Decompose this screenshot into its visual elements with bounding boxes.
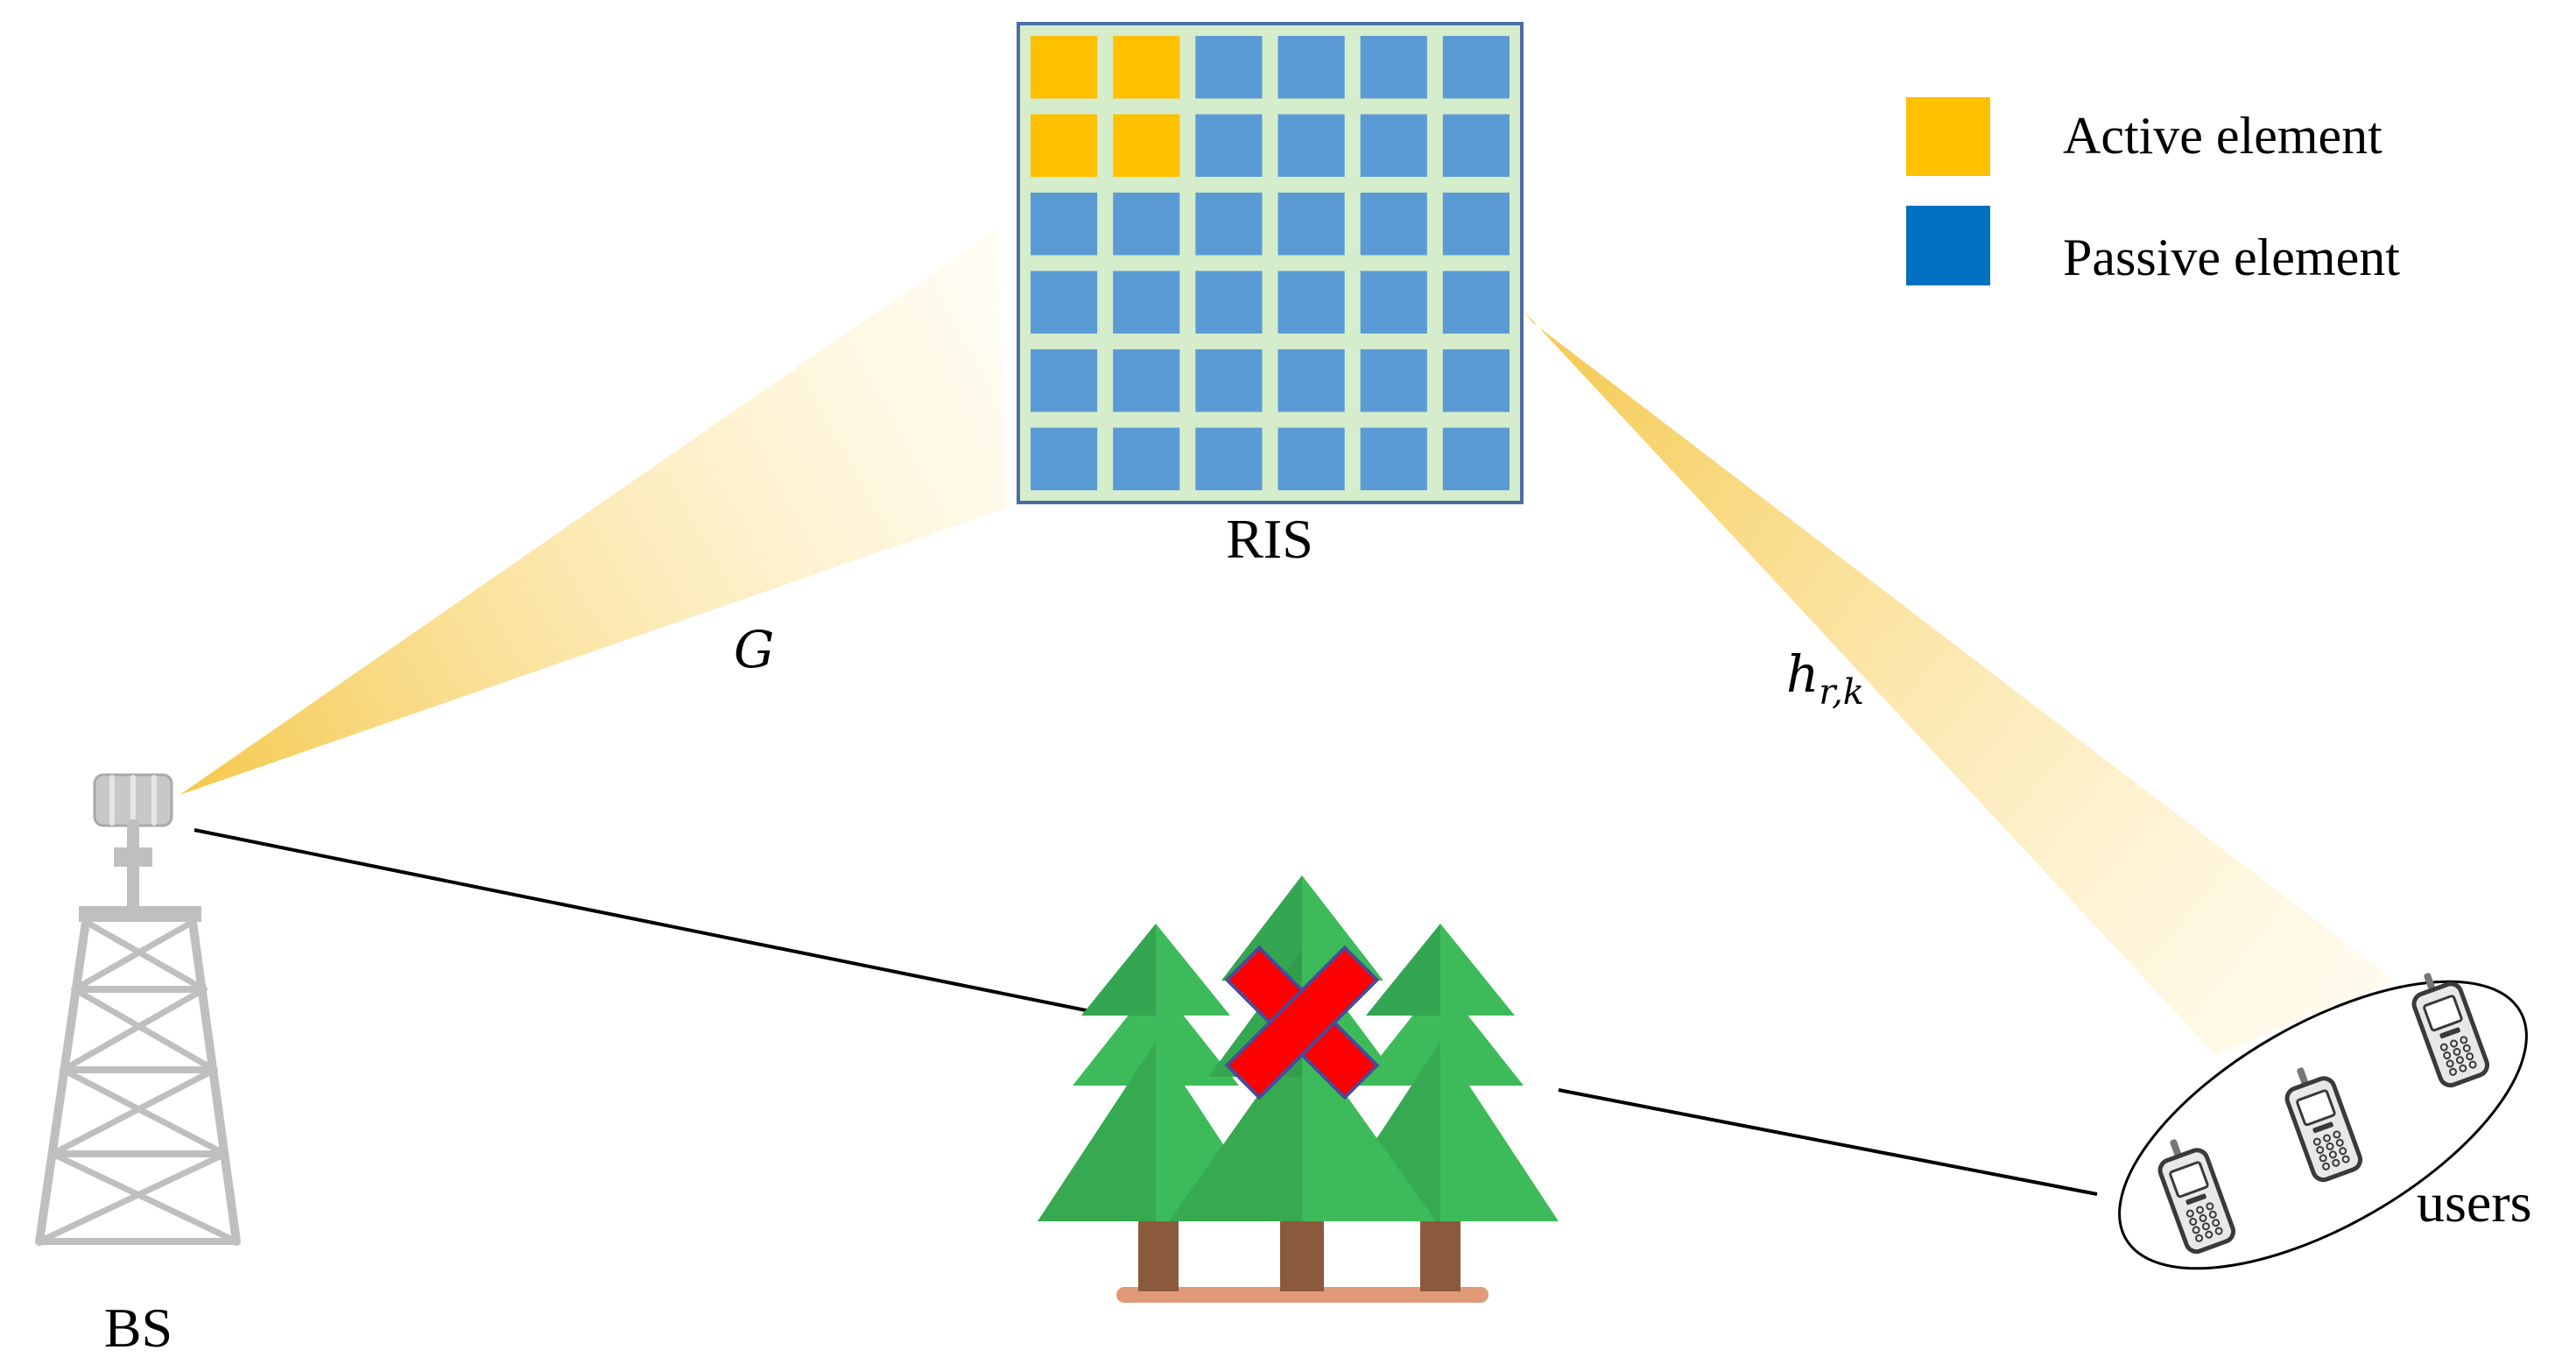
mobile-phone-icon	[2157, 1139, 2236, 1255]
beam-ris-to-users	[1524, 311, 2395, 1055]
blocked-x-icon	[1224, 945, 1380, 1100]
ris-passive-element	[1031, 427, 1098, 490]
legend-active-swatch	[1906, 97, 1990, 176]
channel-g-label: G	[734, 620, 774, 679]
ris-passive-element	[1113, 193, 1180, 256]
ris-passive-element	[1442, 36, 1510, 99]
ris-passive-element	[1195, 193, 1263, 256]
ris-active-element	[1113, 36, 1180, 99]
legend: Active element Passive element	[1906, 97, 2400, 286]
ris-passive-element	[1442, 427, 1510, 490]
link-trees-to-users	[1558, 1088, 2098, 1196]
ris-frame	[1017, 22, 1524, 504]
ris-passive-element	[1277, 114, 1345, 177]
ris-passive-element	[1360, 427, 1427, 490]
trees-obstacle-icon	[1038, 875, 1559, 1303]
users-ellipse	[2118, 980, 2528, 1270]
ris-passive-element	[1195, 427, 1263, 490]
ris-label: RIS	[1226, 508, 1313, 570]
ris-passive-element	[1031, 349, 1098, 412]
users-group	[2118, 973, 2528, 1270]
ris-passive-element	[1277, 349, 1345, 412]
ris-passive-element	[1360, 271, 1427, 334]
ris-active-element	[1031, 114, 1098, 177]
ris-active-element	[1113, 114, 1180, 177]
legend-active-label: Active element	[2063, 107, 2382, 165]
channel-h-subscript: r,k	[1819, 672, 1864, 713]
beam-bs-to-ris	[179, 229, 1007, 795]
ris-passive-element	[1442, 349, 1510, 412]
legend-passive-label: Passive element	[2063, 228, 2400, 286]
mobile-phone-icon	[2411, 973, 2490, 1088]
ris-passive-element	[1113, 349, 1180, 412]
ris-passive-element	[1195, 36, 1263, 99]
ris-passive-element	[1031, 271, 1098, 334]
ris-passive-element	[1360, 114, 1427, 177]
ris-passive-element	[1277, 193, 1345, 256]
mobile-phone-icon	[2284, 1067, 2363, 1183]
legend-passive-swatch	[1906, 206, 1990, 285]
ris-panel	[1017, 22, 1524, 504]
ris-passive-element	[1442, 114, 1510, 177]
ris-passive-element	[1442, 271, 1510, 334]
channel-h-main: h	[1786, 644, 1819, 704]
ris-passive-element	[1277, 36, 1345, 99]
ris-passive-element	[1360, 193, 1427, 256]
ris-passive-element	[1195, 271, 1263, 334]
ris-passive-element	[1277, 271, 1345, 334]
users-label: users	[2417, 1171, 2532, 1234]
base-station-icon	[35, 773, 241, 1246]
ris-passive-element	[1360, 349, 1427, 412]
ris-passive-element	[1442, 193, 1510, 256]
bs-label: BS	[104, 1297, 172, 1359]
ris-passive-element	[1195, 349, 1263, 412]
ris-passive-element	[1113, 271, 1180, 334]
ris-passive-element	[1277, 427, 1345, 490]
link-bs-to-trees	[194, 828, 1091, 1013]
ris-passive-element	[1031, 193, 1098, 256]
ris-active-element	[1031, 36, 1098, 99]
ris-passive-element	[1360, 36, 1427, 99]
ris-passive-element	[1113, 427, 1180, 490]
channel-h-label: hr,k	[1786, 644, 1864, 713]
ris-passive-element	[1195, 114, 1263, 177]
